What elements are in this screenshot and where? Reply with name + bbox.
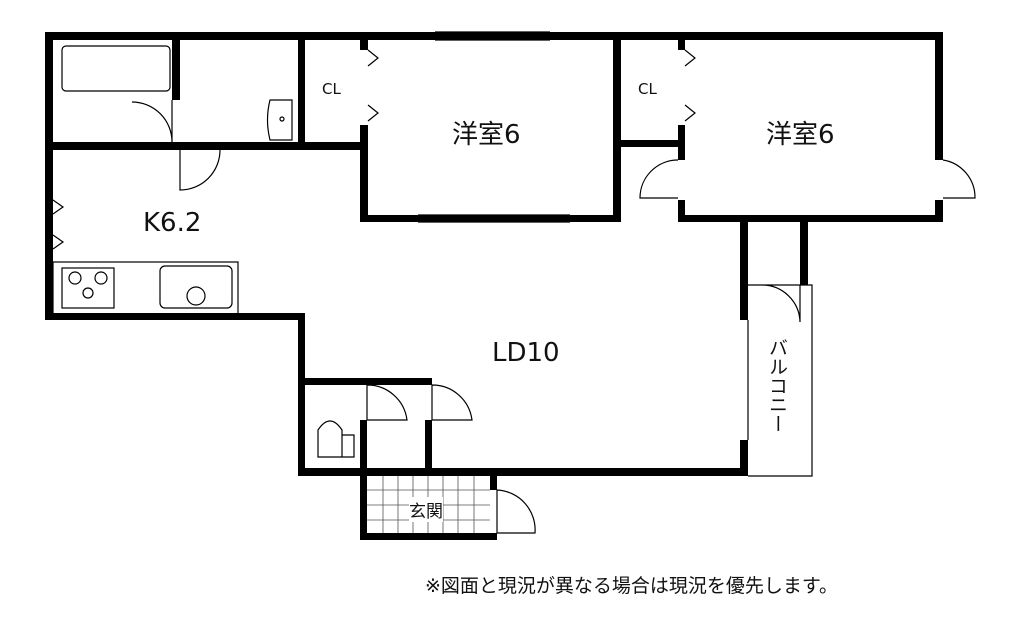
fixtures <box>52 31 976 534</box>
closet-door-1-icon <box>367 49 379 122</box>
room-label-western-2: 洋室6 <box>766 120 835 150</box>
room-label-closet-1: CL <box>322 80 341 98</box>
room-label-balcony: バルコニー <box>766 338 788 433</box>
closet-door-2-icon <box>684 49 696 122</box>
disclaimer-note: ※図面と現況が異なる場合は現況を優先します。 <box>425 575 839 597</box>
washroom-door-icon <box>179 149 221 191</box>
room-label-closet-2: CL <box>638 80 657 98</box>
room-label-living-dining: LD10 <box>492 338 560 368</box>
entrance-door-icon <box>496 489 536 534</box>
window-icon <box>418 31 570 223</box>
toilet-door-icon <box>366 384 408 421</box>
kitchen-window-icon <box>52 199 65 250</box>
wash-basin-icon <box>266 99 293 141</box>
room-label-kitchen: K6.2 <box>143 208 202 238</box>
hall-door-icon <box>431 384 473 421</box>
stove-icon <box>61 267 115 309</box>
sink-icon <box>159 265 233 309</box>
balcony-outline <box>747 284 813 477</box>
bath-door-icon <box>131 100 173 143</box>
walls <box>45 32 943 540</box>
room2-outer-door-icon <box>942 159 976 199</box>
room2-door-icon <box>639 159 679 199</box>
room-label-western-1: 洋室6 <box>452 120 521 150</box>
toilet-icon <box>317 420 355 458</box>
bathtub-icon <box>61 45 171 92</box>
room-label-entrance: 玄関 <box>409 497 443 522</box>
kitchen-counter-icon <box>52 261 239 315</box>
